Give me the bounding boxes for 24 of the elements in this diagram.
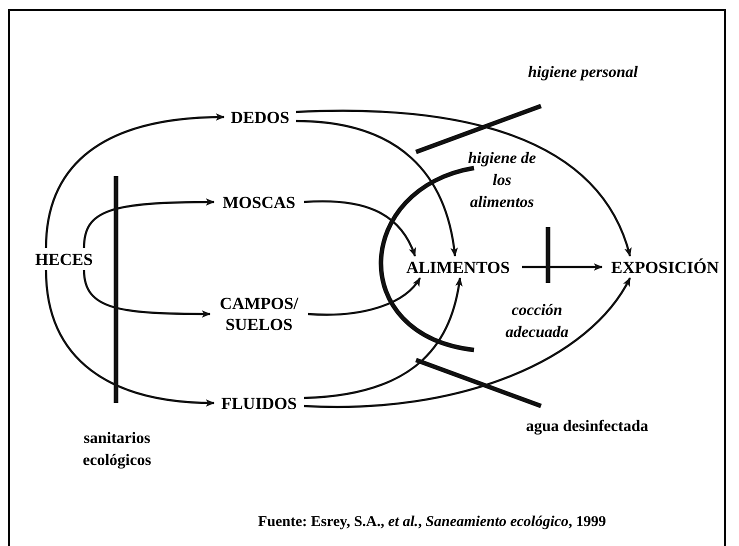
arrow — [308, 277, 421, 316]
arrow — [296, 120, 458, 257]
arrow — [304, 277, 462, 400]
node-label: CAMPOS/ SUELOS — [218, 293, 300, 335]
node-label: EXPOSICIÓN — [611, 256, 719, 278]
barrier-label: sanitarios ecológicos — [82, 429, 152, 471]
source-caption: Fuente: Esrey, S.A., et al., Saneamiento ecológico, 1999 — [258, 513, 606, 532]
arrow — [304, 277, 631, 408]
arrow — [82, 198, 215, 248]
barrier-label: higiene de los alimentos — [467, 149, 537, 213]
arrow — [44, 270, 215, 406]
node-label: DEDOS — [230, 106, 290, 128]
node-label: HECES — [35, 248, 93, 270]
node-label: FLUIDOS — [221, 392, 297, 414]
node-label: ALIMENTOS — [406, 256, 510, 278]
arrow — [82, 270, 211, 318]
barrier-label: higiene personal — [528, 63, 639, 83]
node-label: MOSCAS — [222, 192, 296, 212]
barrier-label: cocción adecuada — [504, 301, 570, 343]
arrow — [296, 110, 632, 257]
arrow — [304, 200, 416, 257]
arrow — [44, 114, 225, 248]
barrier-label: agua desinfectada — [526, 417, 650, 437]
arrow — [522, 263, 603, 271]
